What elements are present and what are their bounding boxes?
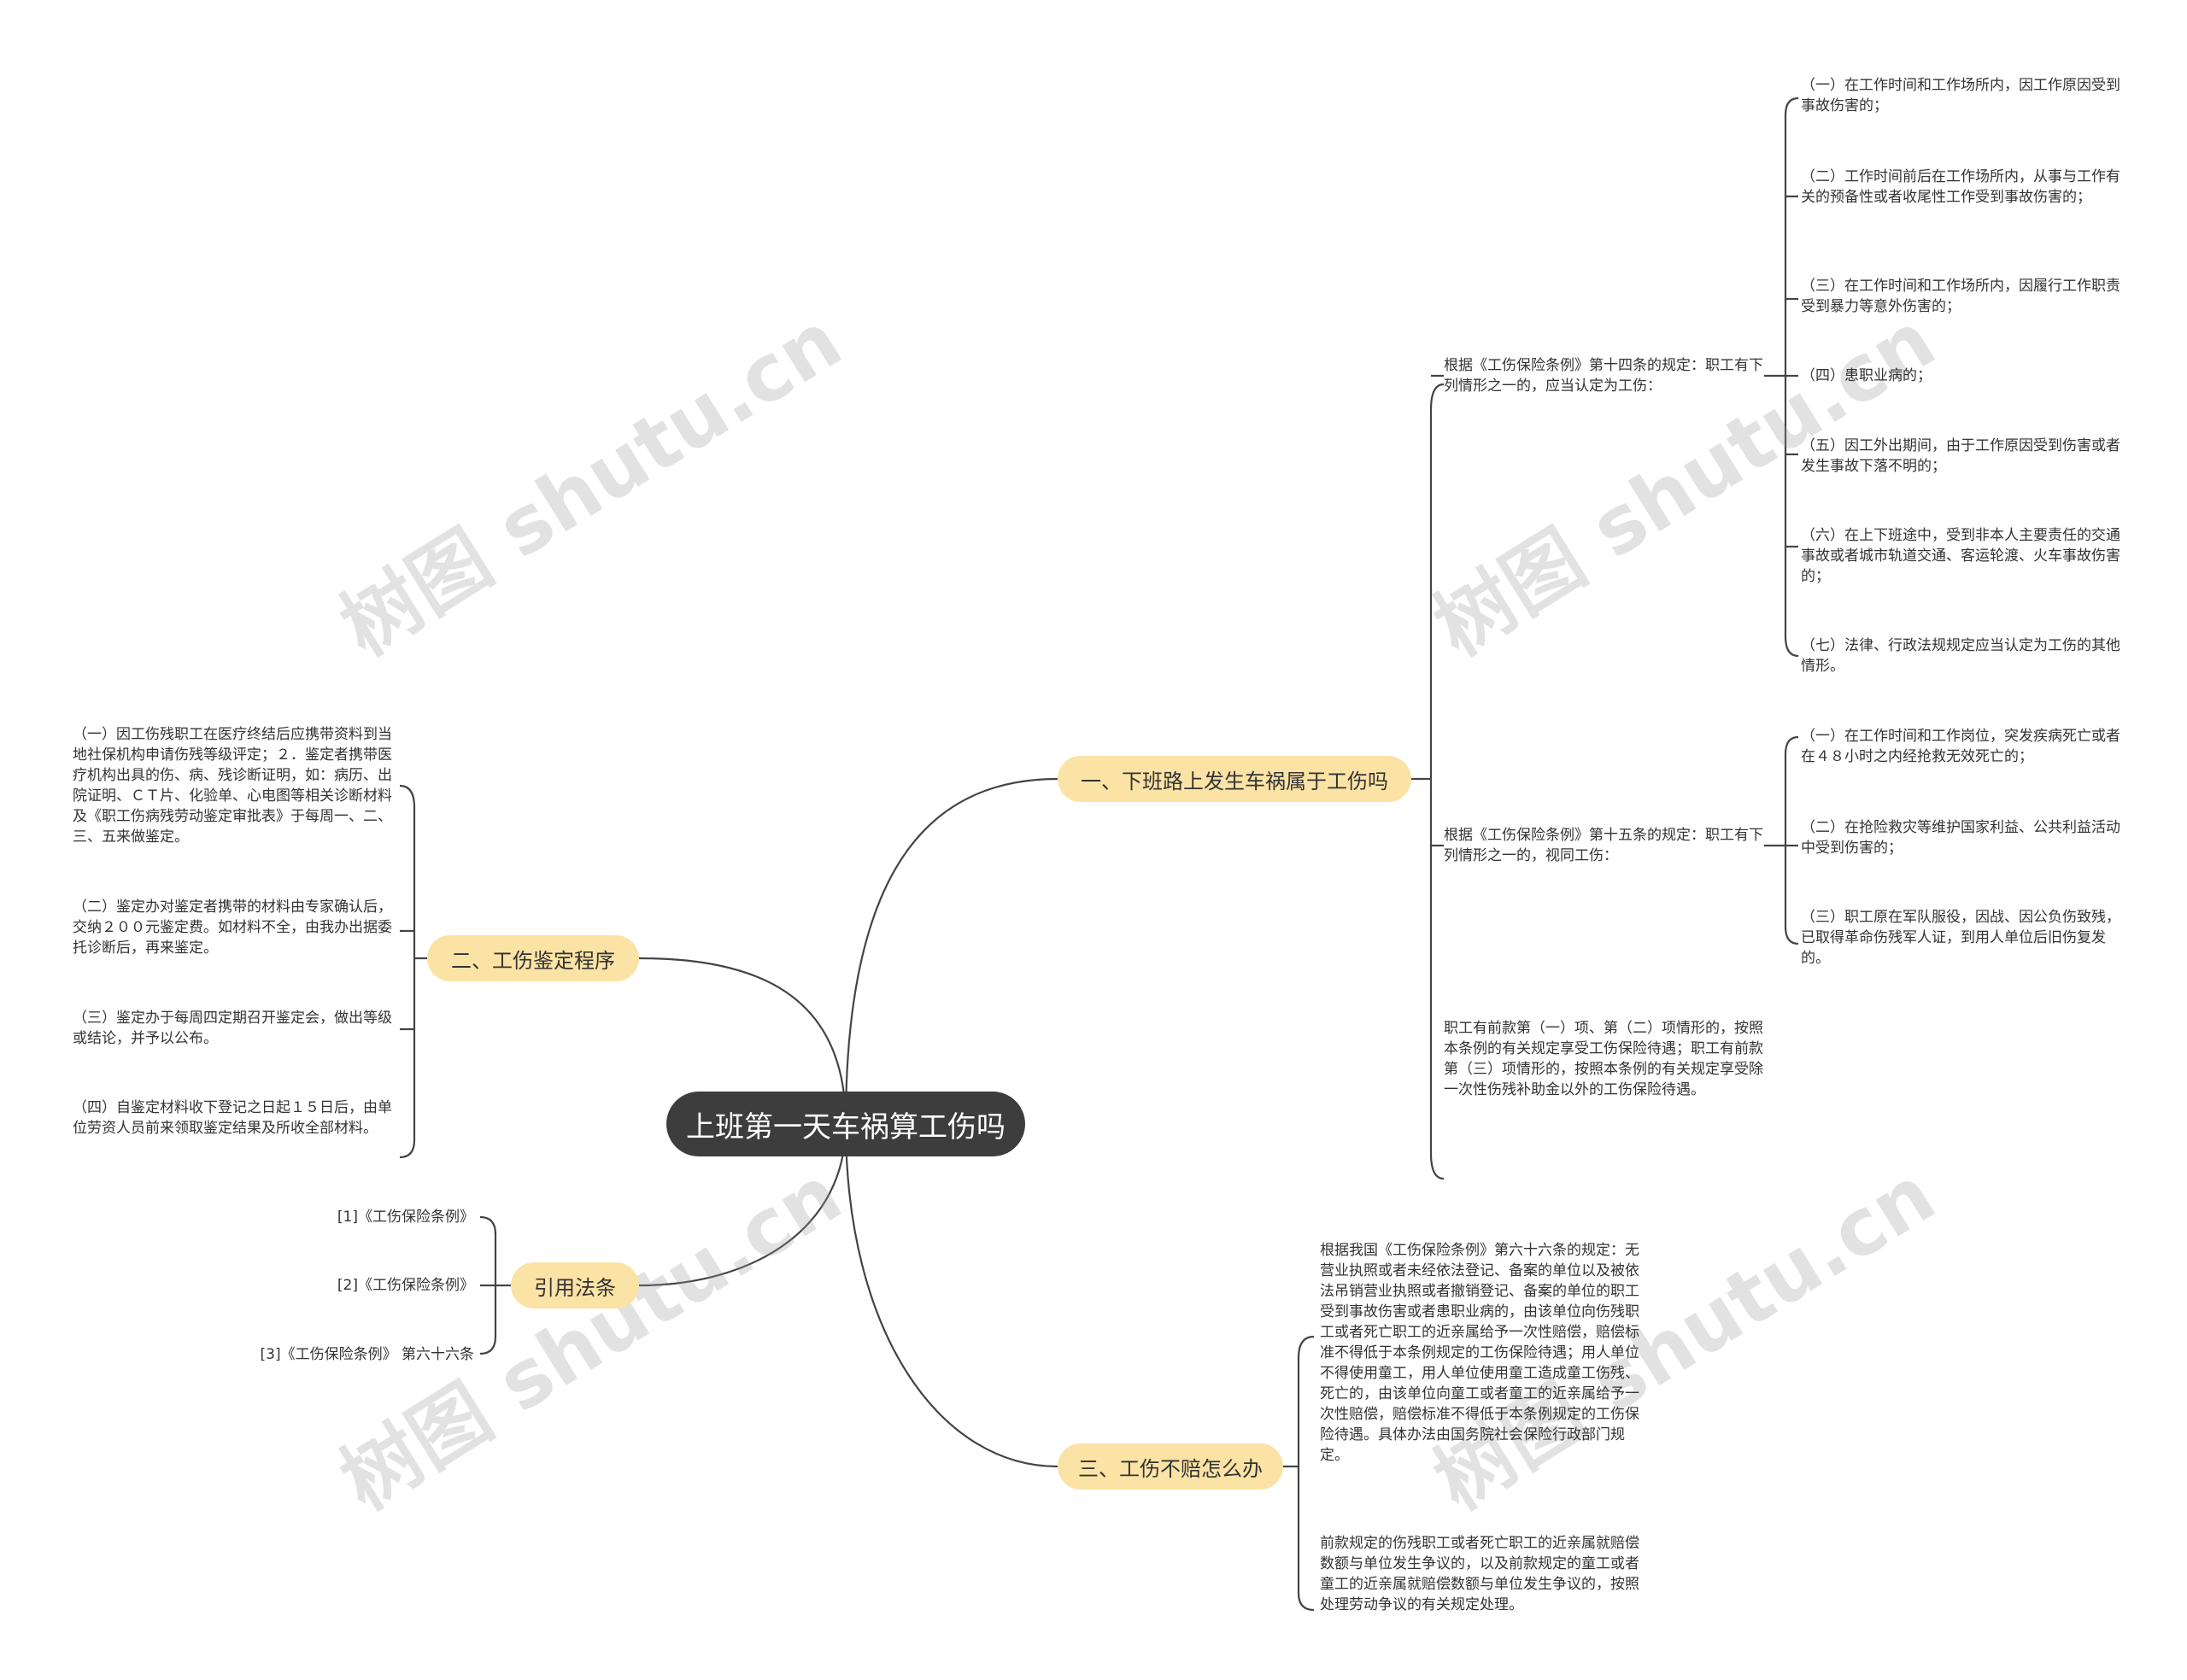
branch-appraisal-procedure[interactable]: 二、工伤鉴定程序 <box>427 935 639 981</box>
article-15-item: （一）在工作时间和工作岗位，突发疾病死亡或者在４８小时之内经抢救无效死亡的； <box>1801 728 2120 765</box>
cited-law: [3]《工伤保险条例》 第六十六条 <box>260 1346 474 1363</box>
branch-commute-accident[interactable]: 一、下班路上发生车祸属于工伤吗 <box>1058 756 1411 802</box>
article-14-intro: 根据《工伤保险条例》第十四条的规定：职工有下列情形之一的，应当认定为工伤： <box>1444 357 1763 395</box>
appraisal-step: （四）自鉴定材料收下登记之日起１５日后，由单位劳资人员前来领取鉴定结果及所收全部… <box>73 1099 392 1137</box>
root-topic[interactable]: 上班第一天车祸算工伤吗 <box>666 1092 1025 1156</box>
article-14-item: （七）法律、行政法规规定应当认定为工伤的其他情形。 <box>1801 637 2120 675</box>
article-15-item: （三）职工原在军队服役，因战、因公负伤致残，已取得革命伤残军人证，到用人单位后旧… <box>1801 909 2120 967</box>
article-66-text: 根据我国《工伤保险条例》第六十六条的规定：无营业执照或者未经依法登记、备案的单位… <box>1320 1242 1639 1464</box>
article-14-item: （一）在工作时间和工作场所内，因工作原因受到事故伤害的； <box>1801 77 2120 114</box>
appraisal-step: （一）因工伤残职工在医疗终结后应携带资料到当地社保机构申请伤残等级评定；２．鉴定… <box>73 726 392 846</box>
link-c2-bracket <box>1784 735 1799 945</box>
article-14-item: （四）患职业病的； <box>1801 367 1932 384</box>
link-root-b4 <box>844 1123 1058 1468</box>
cited-law: [2]《工伤保险条例》 <box>337 1277 474 1294</box>
article-15-intro: 根据《工伤保险条例》第十五条的规定：职工有下列情形之一的，视同工伤： <box>1444 827 1763 864</box>
article-15-item: （二）在抢险救灾等维护国家利益、公共利益活动中受到伤害的； <box>1801 819 2120 857</box>
link-b4-bracket <box>1297 1335 1315 1612</box>
branch-no-compensation[interactable]: 三、工伤不赔怎么办 <box>1058 1443 1283 1490</box>
link-b2-bracket <box>399 784 416 1159</box>
appraisal-step: （三）鉴定办于每周四定期召开鉴定会，做出等级或结论，并予以公布。 <box>73 1010 392 1047</box>
article-14-item: （六）在上下班途中，受到非本人主要责任的交通事故或者城市轨道交通、客运轮渡、火车… <box>1801 527 2120 585</box>
link-root-b2 <box>638 957 847 1125</box>
article-14-item: （二）工作时间前后在工作场所内，从事与工作有关的预备性或者收尾性工作受到事故伤害… <box>1801 168 2120 206</box>
link-c1-bracket <box>1784 97 1799 658</box>
branch-cited-laws[interactable]: 引用法条 <box>511 1262 639 1308</box>
link-root-b1 <box>844 777 1058 1125</box>
article-14-item: （三）在工作时间和工作场所内，因履行工作职责受到暴力等意外伤害的； <box>1801 278 2120 315</box>
cited-law: [1]《工伤保险条例》 <box>337 1209 474 1226</box>
article-15-note: 职工有前款第（一）项、第（二）项情形的，按照本条例的有关规定享受工伤保险待遇；职… <box>1444 1020 1763 1098</box>
link-b1-bracket <box>1429 383 1445 1180</box>
appraisal-step: （二）鉴定办对鉴定者携带的材料由专家确认后，交纳２００元鉴定费。如材料不全，由我… <box>73 899 392 957</box>
dispute-handling-text: 前款规定的伤残职工或者死亡职工的近亲属就赔偿数额与单位发生争议的，以及前款规定的… <box>1320 1535 1639 1613</box>
article-14-item: （五）因工外出期间，由于工作原因受到伤害或者发生事故下落不明的； <box>1801 437 2120 475</box>
link-root-b3 <box>638 1123 847 1287</box>
